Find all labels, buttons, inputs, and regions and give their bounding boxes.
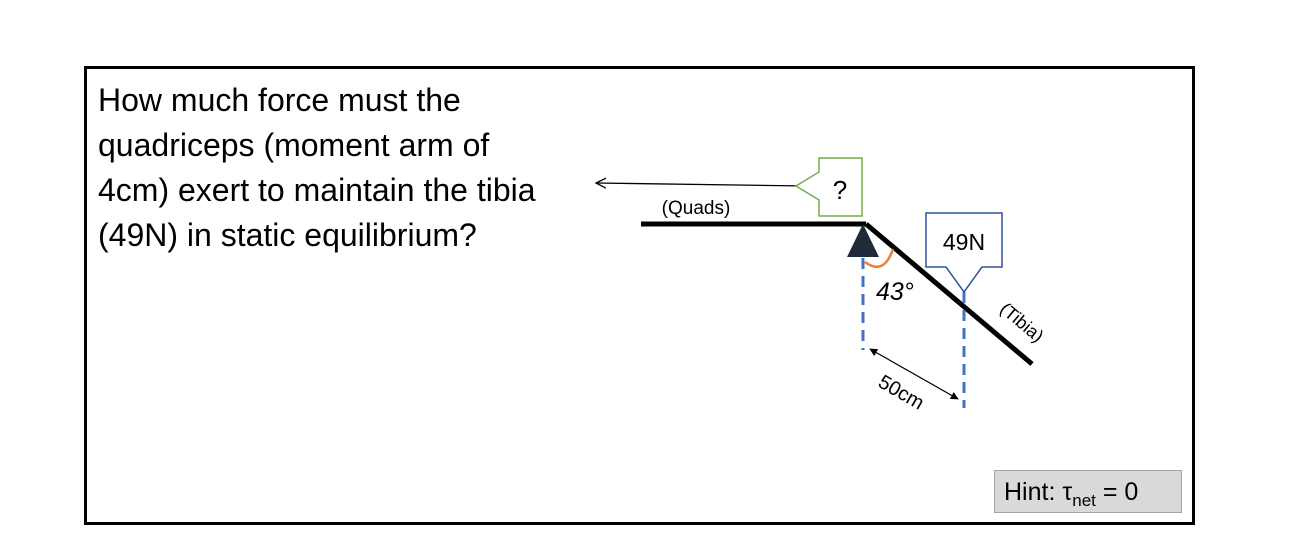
quads-label: (Quads) [662,198,731,219]
distance-arrow [869,348,959,400]
angle-label: 43° [876,278,914,306]
fulcrum-icon [847,224,879,257]
quads-force-arrow-icon [794,157,863,217]
hint-prefix: Hint: τ [1004,478,1073,506]
weight-force-label: 49N [943,229,985,255]
hint-subscript: net [1072,491,1096,510]
angle-arc [864,248,895,268]
tibia-segment [864,222,1034,366]
problem-frame [84,66,1195,525]
question-text: How much force must the quadriceps (mome… [98,82,536,253]
weight-force-arrow-icon [925,212,1003,294]
hint-box: Hint: τnet = 0 [994,470,1182,513]
unknown-force-label: ? [833,175,847,205]
hint-suffix: = 0 [1095,478,1139,506]
quads-force-line [596,183,807,186]
